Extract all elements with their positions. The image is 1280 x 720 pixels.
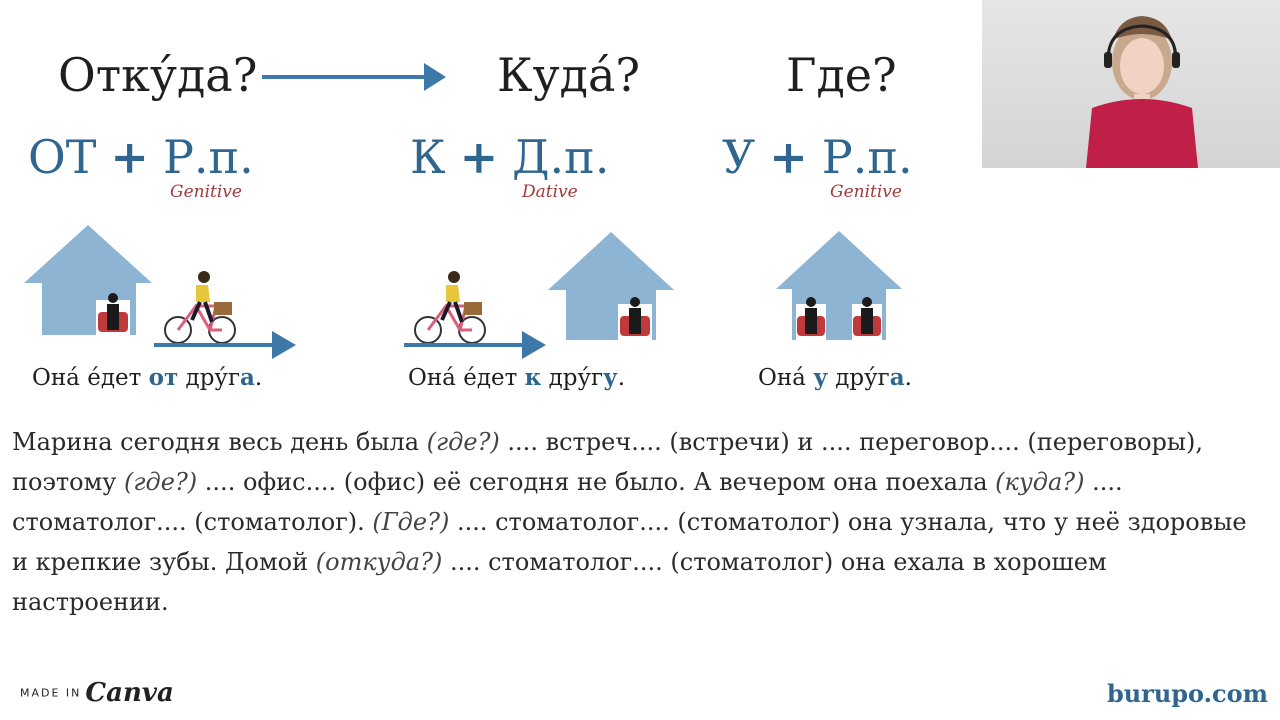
- formula-case: Д.п.: [512, 130, 610, 184]
- exercise-question: (куда?): [995, 468, 1085, 496]
- made-in-label: MADE IN: [20, 686, 82, 700]
- exercise-question: (откуда?): [315, 548, 443, 576]
- sentence-preposition: от: [148, 364, 179, 391]
- exercise-text: Марина сегодня весь день была: [12, 428, 427, 456]
- presenter-avatar: [1086, 16, 1198, 168]
- exercise-text: .... стоматолог.... (стоматолог) она узн…: [12, 508, 1247, 576]
- presenter-webcam: [982, 0, 1280, 168]
- formula-preposition: К: [410, 130, 446, 184]
- exercise-question: (Где?): [372, 508, 450, 536]
- sentence-text: .: [904, 365, 912, 391]
- house-icon-to: [548, 232, 674, 340]
- plus-icon: +: [769, 130, 808, 184]
- sentence-ending: а: [240, 364, 255, 391]
- sentence-ending: у: [603, 364, 618, 391]
- sentence-text: .: [617, 365, 626, 391]
- exercise-text: .... встреч.... (встречи) и .... перегов…: [12, 428, 1203, 496]
- question-where: Где?: [786, 48, 897, 102]
- motion-arrow-from: [154, 331, 296, 359]
- sentence-ending: а: [889, 364, 905, 391]
- exercise-question: (где?): [124, 468, 198, 496]
- case-note-genitive: Genitive: [170, 182, 242, 202]
- plus-icon: +: [459, 130, 499, 184]
- site-watermark: burupo.com: [1106, 679, 1268, 708]
- sentence-text: Она́: [758, 365, 814, 391]
- exercise-text: .... стоматолог.... (стоматолог) она еха…: [12, 548, 1107, 616]
- question-from: Отку́да?: [58, 48, 258, 102]
- question-to: Куда́?: [497, 48, 641, 102]
- plus-icon: +: [110, 130, 149, 184]
- formula-preposition: У: [722, 130, 756, 184]
- formula-from: ОТ+Р.п.: [28, 130, 254, 184]
- exercise-text: .... стоматолог.... (стоматолог).: [12, 468, 1123, 536]
- canva-logo: Canva: [85, 678, 174, 708]
- formula-preposition: ОТ: [28, 130, 97, 184]
- sentence-preposition: у: [813, 364, 828, 391]
- formula-to: К+Д.п.: [410, 130, 609, 184]
- exercise-paragraph: Марина сегодня весь день была (где?) ...…: [12, 422, 1262, 622]
- sentence-text: Она́ е́дет: [32, 365, 149, 391]
- exercise-question: (где?): [426, 428, 500, 456]
- sentence-text: дру́г: [541, 365, 604, 391]
- example-sentence-to: Она́ е́дет к дру́гу.: [408, 364, 625, 391]
- bicycle-icon-from: [164, 271, 236, 344]
- house-icon-from: [24, 225, 152, 335]
- sentence-preposition: к: [524, 364, 542, 391]
- direction-arrow: [262, 63, 446, 91]
- bicycle-icon-to: [414, 271, 486, 344]
- example-sentence-from: Она́ е́дет от дру́га.: [32, 364, 262, 391]
- sentence-text: дру́г: [827, 365, 890, 391]
- formula-case: Р.п.: [162, 130, 254, 184]
- formula-at: У+Р.п.: [722, 130, 913, 184]
- exercise-text: .... офис.... (офис) её сегодня не было.…: [197, 468, 996, 496]
- motion-arrow-to: [404, 331, 546, 359]
- formula-case: Р.п.: [821, 130, 913, 184]
- case-note-dative: Dative: [522, 182, 578, 202]
- sentence-text: .: [254, 365, 263, 391]
- sentence-text: Она́ е́дет: [408, 365, 525, 391]
- case-note-genitive-2: Genitive: [830, 182, 902, 202]
- house-icon-at: [776, 231, 902, 340]
- example-sentence-at: Она́ у дру́га.: [758, 364, 912, 391]
- sentence-text: дру́г: [178, 365, 241, 391]
